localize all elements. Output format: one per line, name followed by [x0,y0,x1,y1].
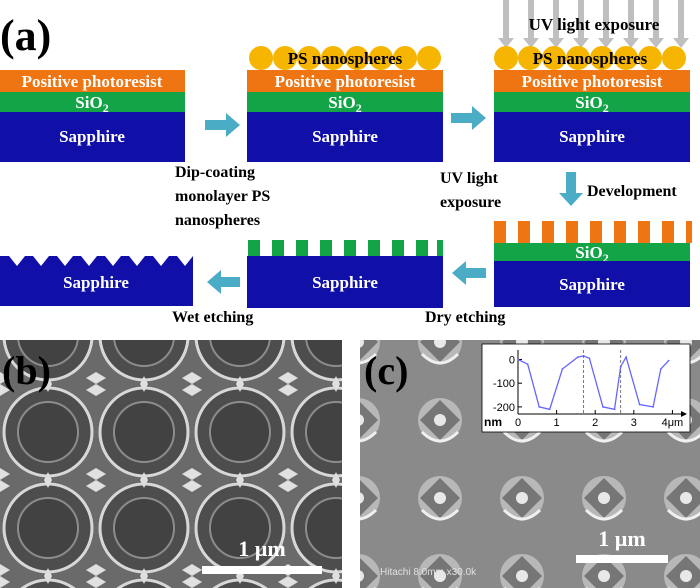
inset-y-tick-label: 0 [509,354,515,366]
inset-background [481,343,691,433]
stack-step5: Sapphire [247,240,443,308]
inset-data-point [625,356,627,359]
ps-label: PS nanospheres [533,49,648,68]
ps-nanospheres-row [494,46,686,70]
inset-x-tick-label: 0 [515,417,521,429]
ps-nanospheres-row [249,46,441,70]
inset-data-point [561,368,564,370]
sio2-pillars [248,240,443,256]
inset-data-point [526,363,529,366]
patterned-sapphire [0,256,193,306]
stack-step6: Sapphire [0,256,193,306]
inset-x-ticks: 0 1 2 3 4μm [515,410,683,429]
inset-x-tick-label: 1 [554,417,560,429]
sio2-label: SiO2 [328,93,361,115]
sio2-layer [247,92,443,112]
scale-bar-b [202,566,322,574]
scale-bar-c [576,555,668,563]
process-arrow-1 [205,113,240,137]
sio2-label: SiO2 [575,243,608,265]
uv-exposure-title: UV light exposure [529,15,660,34]
sapphire-label: Sapphire [559,127,625,146]
photoresist-label: Positive photoresist [275,72,416,91]
stack-step4: SiO2 Sapphire [494,221,692,307]
inset-data-point [517,358,519,361]
inset-dashed-lines [583,350,622,414]
inset-x-tick-label: 3 [631,417,637,429]
inset-data-point [667,359,670,362]
photoresist-label: Positive photoresist [522,72,663,91]
sapphire-label: Sapphire [312,273,378,292]
inset-profile-line [517,355,670,411]
inset-data-point [659,368,662,370]
inset-y-label: nm [484,415,502,429]
inset-profile-points [517,355,670,411]
inset-data-point [613,408,616,411]
inset-y-tick-label: -200 [493,402,515,414]
inset-data-point [588,357,591,360]
sapphire-layer [247,256,443,308]
sem-image-b: (b) 1 µm [0,340,342,588]
step-label-dry-etching: Dry etching [425,309,505,326]
stack-step1: Positive photoresist SiO2 Sapphire [0,70,185,162]
stack-step3: UV light exposure PS nanospheres Positiv… [494,0,690,162]
inset-data-point [638,403,641,406]
inset-y-tick-label: -100 [493,378,515,390]
inset-data-point [582,355,585,357]
photoresist-layer [247,70,443,92]
ps-label: PS nanospheres [288,49,403,68]
step-label-uv-exposure: UV light exposure [440,170,502,211]
inset-x-tick-label: 2 [592,417,598,429]
photoresist-label: Positive photoresist [22,72,163,91]
process-arrow-2 [451,106,486,130]
sio2-layer [494,243,690,261]
photoresist-layer [494,70,690,92]
sapphire-label: Sapphire [312,127,378,146]
sapphire-label: Sapphire [559,275,625,294]
panel-label-c: (c) [364,348,408,393]
photoresist-layer [0,70,185,92]
scale-label-b: 1 µm [238,536,286,561]
process-arrow-wet [207,270,240,294]
process-arrow-down [559,172,583,206]
sem-footer-c: Hitachi 8.0mm x30.0k [380,567,477,578]
scale-label-c: 1 µm [598,526,646,551]
process-arrow-dry [452,261,486,285]
uv-arrows [498,0,689,48]
stack-step2: PS nanospheres Positive photoresist SiO2… [247,46,443,162]
inset-data-point [576,356,579,359]
panel-label-b: (b) [2,348,51,393]
step-label-dip-coating: Dip-coating monolayer PS nanospheres [175,164,274,229]
inset-data-point [602,405,604,408]
inset-profile-chart: 0 -100 -200 0 1 2 3 4μm nm [481,343,691,433]
sio2-label: SiO2 [75,93,108,115]
inset-data-point [619,365,622,368]
sapphire-layer [247,112,443,162]
sapphire-layer [494,112,690,162]
inset-y-ticks: 0 -100 -200 [493,354,522,414]
inset-data-point [538,405,541,408]
sapphire-layer [0,112,185,162]
sio2-label: SiO2 [575,93,608,115]
sapphire-layer [494,261,690,307]
inset-x-tick-label: 4μm [662,417,684,429]
sapphire-label: Sapphire [63,273,129,292]
inset-data-point [548,408,551,411]
panel-label-a: (a) [0,11,51,60]
inset-data-point [652,405,655,408]
photoresist-pillars [494,221,692,243]
sio2-layer [494,92,690,112]
step-label-wet-etching: Wet etching [172,309,253,326]
step-label-development: Development [587,183,677,200]
sio2-layer [0,92,185,112]
sapphire-label: Sapphire [59,127,125,146]
